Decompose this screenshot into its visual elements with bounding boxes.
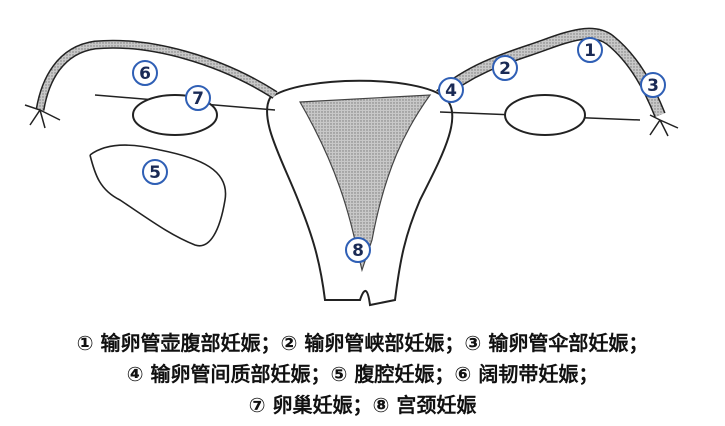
label-2: 2 — [492, 55, 518, 81]
svg-text:4: 4 — [445, 81, 457, 101]
label-1: 1 — [577, 37, 603, 63]
caption-line-1: ① 输卵管壶腹部妊娠；② 输卵管峡部妊娠；③ 输卵管伞部妊娠； — [76, 331, 649, 355]
label-7: 7 — [185, 85, 211, 111]
abdominal-cavity-bowel — [89, 144, 227, 247]
label-4: 4 — [438, 77, 464, 103]
svg-text:6: 6 — [139, 64, 151, 84]
svg-text:1: 1 — [584, 41, 596, 61]
caption-line-2: ④ 输卵管间质部妊娠；⑤ 腹腔妊娠；⑥ 阔韧带妊娠； — [126, 362, 599, 386]
ectopic-pregnancy-diagram: 1 2 3 4 5 6 7 8 — [24, 27, 679, 307]
svg-text:5: 5 — [149, 163, 161, 183]
left-fallopian-tube — [24, 39, 278, 129]
svg-text:2: 2 — [499, 59, 511, 79]
label-8: 8 — [345, 237, 371, 263]
uterus — [266, 79, 454, 307]
right-fallopian-tube — [436, 27, 679, 137]
label-3: 3 — [640, 72, 666, 98]
caption-line-3: ⑦ 卵巢妊娠；⑧ 宫颈妊娠 — [248, 393, 477, 417]
label-5: 5 — [142, 159, 168, 185]
label-6: 6 — [132, 60, 158, 86]
caption: ① 输卵管壶腹部妊娠；② 输卵管峡部妊娠；③ 输卵管伞部妊娠； ④ 输卵管间质部… — [0, 328, 725, 421]
svg-text:7: 7 — [192, 89, 204, 109]
svg-text:8: 8 — [352, 241, 364, 261]
right-ovary — [504, 94, 586, 136]
left-fimbriae — [24, 104, 61, 129]
right-fimbriae — [649, 114, 679, 137]
svg-text:3: 3 — [647, 76, 659, 96]
